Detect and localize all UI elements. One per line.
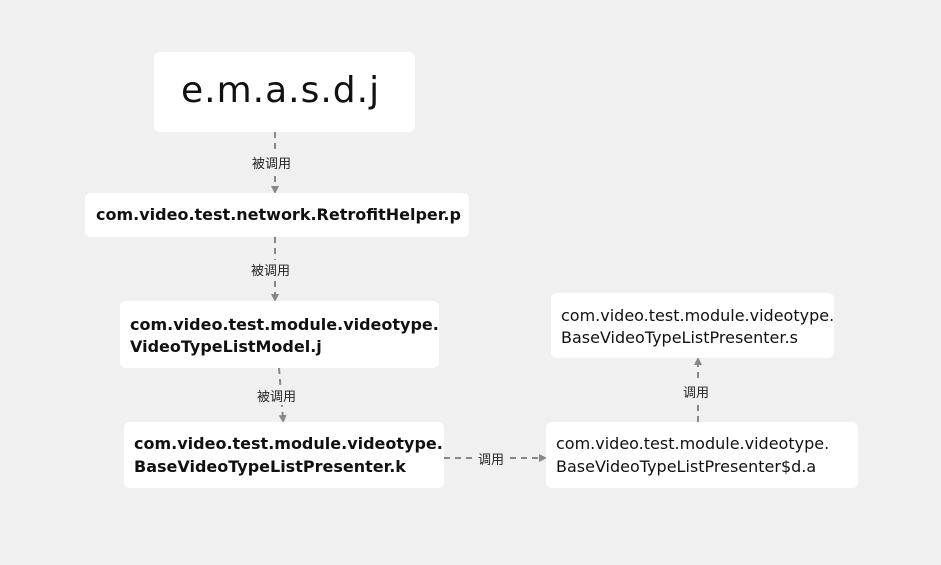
node-videotype-list-model-class: VideoTypeListModel.j	[130, 337, 322, 356]
node-retrofit-helper-label: com.video.test.network.RetrofitHelper.p	[96, 205, 461, 224]
edge-label-called-by-2: 被调用	[250, 260, 292, 279]
node-videotype-list-model-package: com.video.test.module.videotype.	[130, 315, 439, 334]
edge-label-called-by-1: 被调用	[251, 153, 293, 172]
node-emasdj-label: e.m.a.s.d.j	[181, 70, 381, 111]
edge-label-calls-1: 调用	[477, 449, 506, 468]
node-presenter-s: com.video.test.module.videotype. BaseVid…	[551, 293, 834, 358]
node-presenter-k-package: com.video.test.module.videotype.	[134, 434, 443, 453]
node-retrofit-helper: com.video.test.network.RetrofitHelper.p	[85, 193, 469, 237]
node-presenter-da: com.video.test.module.videotype. BaseVid…	[546, 422, 858, 488]
node-presenter-s-package: com.video.test.module.videotype.	[561, 306, 835, 325]
node-videotype-list-model: com.video.test.module.videotype. VideoTy…	[120, 301, 439, 368]
edge-label-called-by-3: 被调用	[256, 386, 298, 405]
edge-label-calls-2: 调用	[682, 382, 711, 401]
node-presenter-da-package: com.video.test.module.videotype.	[556, 434, 830, 453]
node-presenter-k: com.video.test.module.videotype. BaseVid…	[124, 422, 444, 488]
node-presenter-da-class: BaseVideoTypeListPresenter$d.a	[556, 457, 817, 476]
node-presenter-s-class: BaseVideoTypeListPresenter.s	[561, 328, 798, 347]
node-emasdj: e.m.a.s.d.j	[154, 52, 415, 132]
node-presenter-k-class: BaseVideoTypeListPresenter.k	[134, 457, 406, 476]
